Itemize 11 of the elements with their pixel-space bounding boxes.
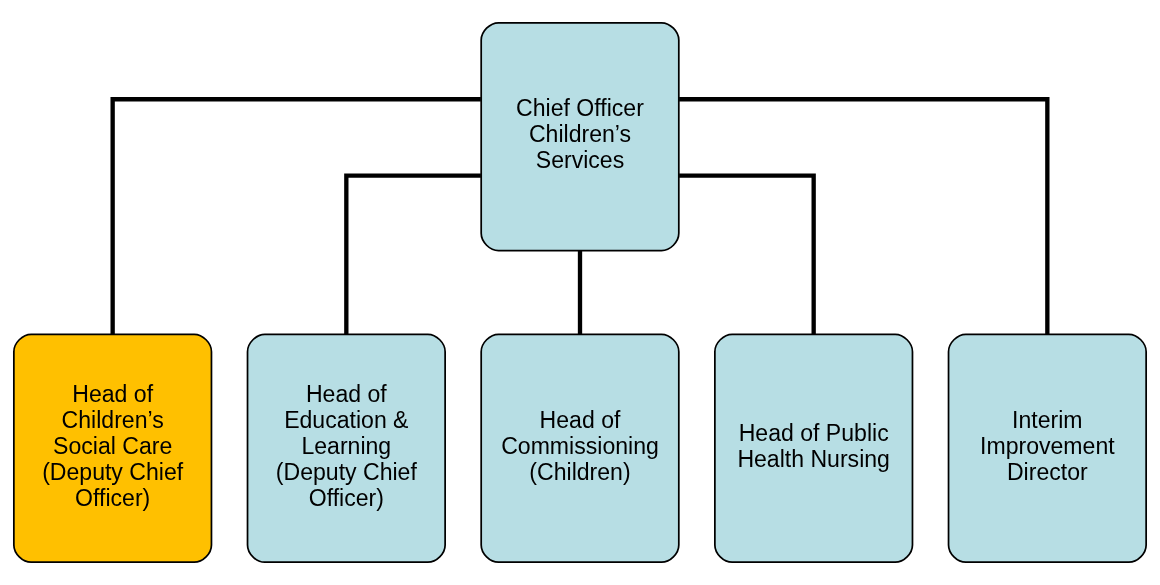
node-box: Head of Commissioning (Children) — [480, 333, 680, 564]
node-box: Head of Children’s Social Care (Deputy Chief Officer) — [13, 333, 213, 564]
connector — [344, 173, 481, 335]
node-box: Chief Officer Children’s Services — [480, 21, 680, 252]
connector — [577, 250, 583, 335]
node-box: Head of Education & Learning (Deputy Chief Officer) — [246, 333, 446, 564]
node-box: Head of Public Health Nursing — [714, 333, 914, 564]
connector — [679, 173, 816, 335]
node-box: Interim Improvement Director — [947, 333, 1147, 564]
connector — [110, 97, 481, 334]
connector — [679, 97, 1050, 334]
